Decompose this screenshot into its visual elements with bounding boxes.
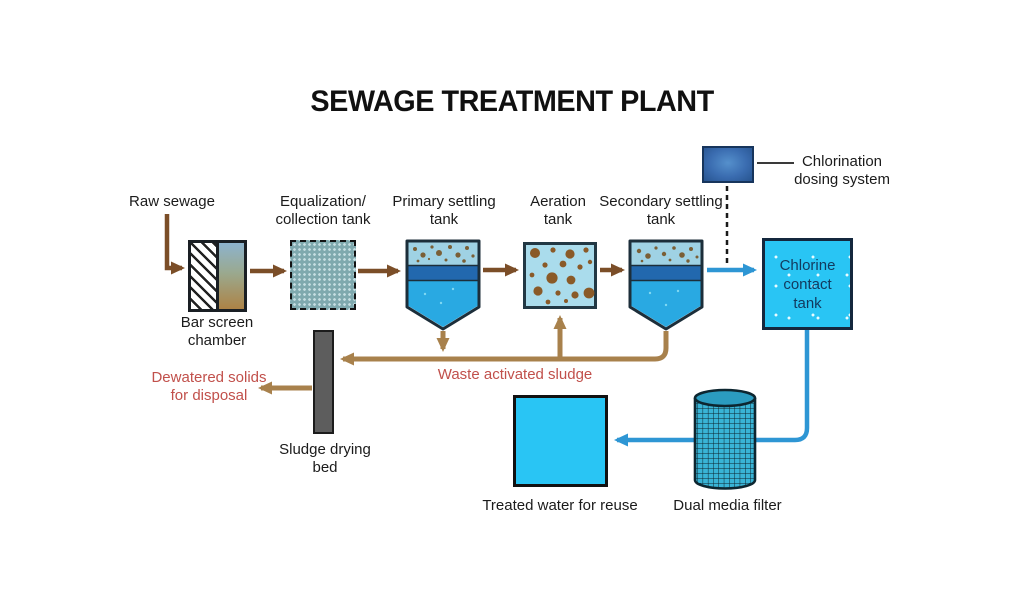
secondary-settling-tank (628, 239, 704, 331)
waste-sludge-main-line (340, 331, 669, 366)
treated-water-tank (513, 395, 608, 487)
chlorination-dosing-label: Chlorination dosing system (794, 153, 890, 188)
raw-sewage-label: Raw sewage (129, 193, 215, 210)
treated-water-label: Treated water for reuse (482, 497, 638, 514)
sludge-drying-bed (313, 330, 334, 434)
primary-settling-tank (405, 239, 481, 331)
aeration-label: Aeration tank (530, 193, 586, 228)
dual-media-filter-label: Dual media filter (673, 497, 782, 514)
sludge-drying-bed-label: Sludge drying bed (279, 441, 371, 476)
bar-screen-label: Bar screen chamber (180, 314, 254, 349)
chlorine-contact-tank-label: Chlorine contact tank (779, 256, 836, 312)
chlorine-contact-tank: Chlorine contact tank (762, 238, 853, 330)
bar-screen-divider (216, 243, 219, 309)
waste-activated-sludge-label: Waste activated sludge (437, 366, 593, 383)
bar-screen-gradient (219, 243, 244, 309)
dual-media-filter (693, 388, 757, 490)
bar-screen-hatch (191, 243, 216, 309)
water-pipe-chlorine-to-treated (614, 330, 810, 447)
diagram-title: SEWAGE TREATMENT PLANT (310, 85, 714, 118)
aeration-tank (523, 242, 597, 309)
equalization-label: Equalization/ collection tank (275, 193, 371, 228)
primary-settling-label: Primary settling tank (392, 193, 496, 228)
secondary-settling-label: Secondary settling tank (599, 193, 723, 228)
aeration-bubbles (529, 247, 595, 305)
raw-sewage-arrow (164, 214, 185, 275)
chlorination-dosing-system (702, 146, 754, 183)
equalization-collection-tank (290, 240, 356, 310)
diagram-title-wrap: SEWAGE TREATMENT PLANT (0, 85, 1024, 119)
dewatered-solids-label: Dewatered solids for disposal (151, 369, 267, 404)
bar-screen-chamber (188, 240, 247, 312)
